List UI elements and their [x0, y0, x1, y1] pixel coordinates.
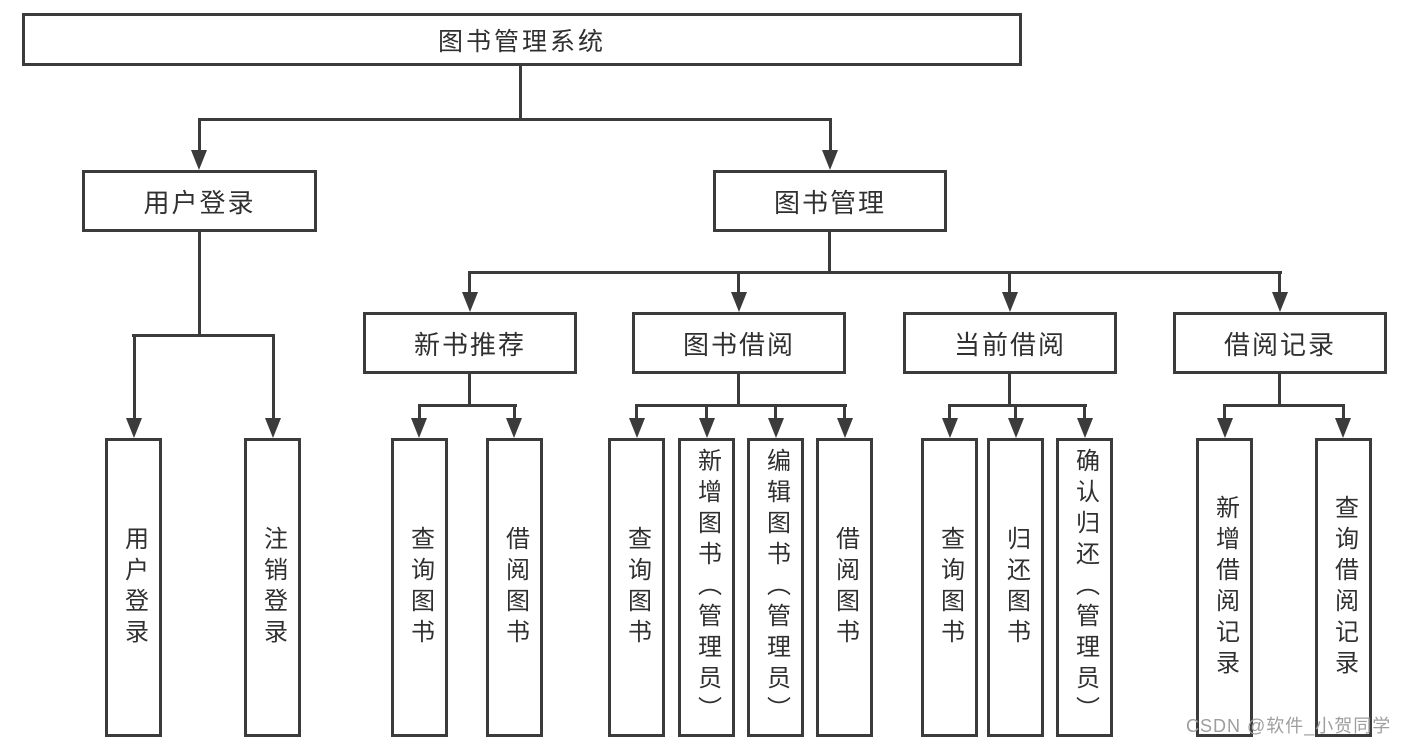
arrow-down-icon — [942, 418, 958, 438]
node-label: 图书管理系统 — [437, 27, 606, 56]
leaf-label: 查询图书 — [406, 525, 434, 650]
arrow-down-icon — [731, 292, 747, 312]
leaf-label: 借阅图书 — [831, 525, 859, 650]
arrow-down-icon — [1008, 418, 1024, 438]
leaf-label: 借阅图书 — [501, 525, 529, 650]
connector-line — [513, 404, 516, 420]
connector-line — [1008, 271, 1011, 294]
leaf-label: 新增图书（管理员） — [693, 448, 721, 727]
arrow-down-icon — [411, 418, 427, 438]
leaf-logout-login: 注销登录 — [244, 438, 301, 737]
connector-line — [1342, 404, 1345, 420]
connector-line — [1278, 271, 1281, 294]
connector-line — [1278, 374, 1281, 406]
connector-line — [705, 404, 708, 420]
leaf-edit-books-admin: 编辑图书（管理员） — [747, 438, 804, 737]
leaf-label: 新增借阅记录 — [1211, 494, 1239, 681]
connector-line — [198, 118, 201, 152]
connector-line — [132, 334, 275, 337]
connector-line — [198, 232, 201, 336]
connector-line — [519, 66, 522, 120]
arrow-down-icon — [629, 418, 645, 438]
connector-line — [1223, 404, 1345, 407]
connector-line — [133, 334, 136, 420]
connector-line — [1014, 404, 1017, 420]
node-borrow-records: 借阅记录 — [1173, 312, 1387, 374]
leaf-return-books: 归还图书 — [987, 438, 1044, 737]
connector-line — [829, 118, 832, 152]
node-label: 借阅记录 — [1223, 329, 1336, 360]
arrow-down-icon — [699, 418, 715, 438]
node-library-system: 图书管理系统 — [22, 13, 1022, 66]
connector-line — [635, 404, 638, 420]
connector-line — [948, 404, 951, 420]
connector-line — [468, 374, 471, 406]
connector-line — [1008, 374, 1011, 406]
csdn-watermark: CSDN @软件_小贺同学 — [1186, 716, 1392, 736]
arrow-down-icon — [837, 418, 853, 438]
connector-line — [272, 334, 275, 420]
leaf-query-borrow-record: 查询借阅记录 — [1315, 438, 1372, 737]
leaf-label: 注销登录 — [259, 525, 287, 650]
arrow-down-icon — [191, 150, 207, 170]
node-user-login: 用户登录 — [82, 170, 317, 232]
leaf-label: 用户登录 — [120, 525, 148, 650]
arrow-down-icon — [1335, 418, 1351, 438]
arrow-down-icon — [1272, 292, 1288, 312]
connector-line — [198, 118, 832, 121]
node-book-borrow: 图书借阅 — [632, 312, 846, 374]
connector-line — [1223, 404, 1226, 420]
leaf-label: 确认归还（管理员） — [1071, 448, 1099, 727]
arrow-down-icon — [126, 418, 142, 438]
connector-line — [828, 232, 831, 273]
leaf-add-borrow-record: 新增借阅记录 — [1196, 438, 1253, 737]
connector-line — [948, 404, 1087, 407]
leaf-query-books-borrow: 查询图书 — [608, 438, 665, 737]
connector-line — [635, 404, 847, 407]
node-label: 当前借阅 — [953, 329, 1066, 360]
connector-line — [843, 404, 846, 420]
node-label: 图书管理 — [773, 187, 886, 218]
connector-line — [468, 271, 471, 294]
leaf-label: 编辑图书（管理员） — [762, 448, 790, 727]
leaf-borrow-books: 借阅图书 — [816, 438, 873, 737]
arrow-down-icon — [768, 418, 784, 438]
arrow-down-icon — [1217, 418, 1233, 438]
arrow-down-icon — [462, 292, 478, 312]
arrow-down-icon — [1077, 418, 1093, 438]
connector-line — [418, 404, 421, 420]
leaf-confirm-return-admin: 确认归还（管理员） — [1056, 438, 1113, 737]
arrow-down-icon — [1002, 292, 1018, 312]
arrow-down-icon — [506, 418, 522, 438]
node-new-book-recommend: 新书推荐 — [363, 312, 577, 374]
arrow-down-icon — [822, 150, 838, 170]
leaf-borrow-books-recommend: 借阅图书 — [486, 438, 543, 737]
node-current-borrow: 当前借阅 — [903, 312, 1117, 374]
leaf-label: 归还图书 — [1002, 525, 1030, 650]
leaf-label: 查询图书 — [936, 525, 964, 650]
leaf-query-books-recommend: 查询图书 — [391, 438, 448, 737]
leaf-user-login: 用户登录 — [105, 438, 162, 737]
leaf-label: 查询图书 — [623, 525, 651, 650]
leaf-add-books-admin: 新增图书（管理员） — [678, 438, 735, 737]
leaf-query-books-current: 查询图书 — [921, 438, 978, 737]
node-book-management: 图书管理 — [713, 170, 947, 232]
connector-line — [737, 374, 740, 406]
node-label: 图书借阅 — [682, 329, 795, 360]
leaf-label: 查询借阅记录 — [1330, 494, 1358, 681]
connector-line — [737, 271, 740, 294]
arrow-down-icon — [265, 418, 281, 438]
node-label: 用户登录 — [143, 187, 256, 218]
connector-line — [468, 271, 1282, 274]
node-label: 新书推荐 — [413, 329, 526, 360]
connector-line — [1083, 404, 1086, 420]
connector-line — [418, 404, 517, 407]
connector-line — [774, 404, 777, 420]
